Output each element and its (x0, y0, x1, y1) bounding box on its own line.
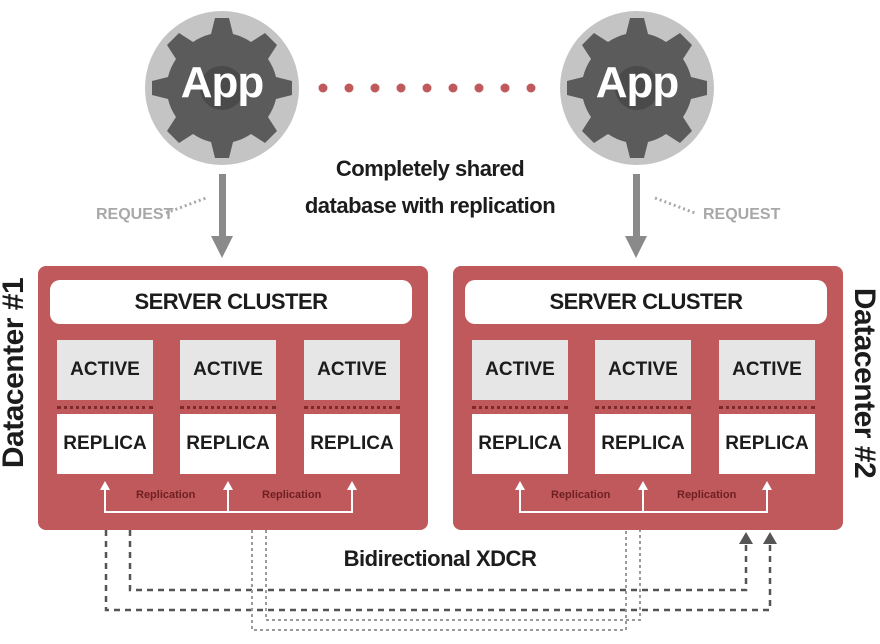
replica-partition: REPLICA (472, 414, 568, 474)
node-divider (595, 406, 691, 409)
xdcr-lines-light (251, 530, 641, 631)
up-arrow-icon (739, 532, 777, 544)
replica-partition: REPLICA (304, 414, 400, 474)
datacenter-1-label: Datacenter #1 (0, 277, 30, 469)
node-divider (719, 406, 815, 409)
replica-partition: REPLICA (180, 414, 276, 474)
active-partition: ACTIVE (472, 340, 568, 400)
active-partition: ACTIVE (57, 340, 153, 400)
replication-label: Replication (551, 489, 611, 501)
node-divider (180, 406, 276, 409)
xdcr-lines (104, 530, 772, 612)
request-pointer (165, 196, 207, 215)
server-cluster-bar: SERVER CLUSTER (50, 280, 412, 324)
replication-arrows (100, 481, 357, 513)
active-partition: ACTIVE (719, 340, 815, 400)
request-label: REQUEST (96, 206, 174, 223)
replication-label: Replication (136, 489, 196, 501)
replica-partition: REPLICA (719, 414, 815, 474)
datacenter-2-label: Datacenter #2 (848, 287, 880, 479)
replica-partition: REPLICA (595, 414, 691, 474)
app-link-dots (318, 83, 536, 93)
caption-line-1: Completely shared (335, 156, 525, 181)
down-arrow-icon (625, 174, 647, 258)
replica-partition: REPLICA (57, 414, 153, 474)
xdcr-label: Bidirectional XDCR (343, 546, 537, 571)
replication-label: Replication (262, 489, 322, 501)
datacenter-2: SERVER CLUSTER ACTIVE REPLICA ACTIVE REP… (453, 266, 843, 530)
node-divider (472, 406, 568, 409)
active-partition: ACTIVE (595, 340, 691, 400)
app-label: App (180, 58, 265, 107)
active-partition: ACTIVE (304, 340, 400, 400)
datacenter-1: SERVER CLUSTER ACTIVE REPLICA ACTIVE REP… (38, 266, 428, 530)
node-divider (304, 406, 400, 409)
down-arrow-icon (211, 174, 233, 258)
app-label: App (595, 58, 680, 107)
caption-line-2: database with replication (304, 193, 556, 218)
active-partition: ACTIVE (180, 340, 276, 400)
request-pointer (654, 196, 696, 215)
replication-label: Replication (677, 489, 737, 501)
node-divider (57, 406, 153, 409)
request-label: REQUEST (703, 206, 781, 223)
replication-arrows (515, 481, 772, 513)
server-cluster-bar: SERVER CLUSTER (465, 280, 827, 324)
